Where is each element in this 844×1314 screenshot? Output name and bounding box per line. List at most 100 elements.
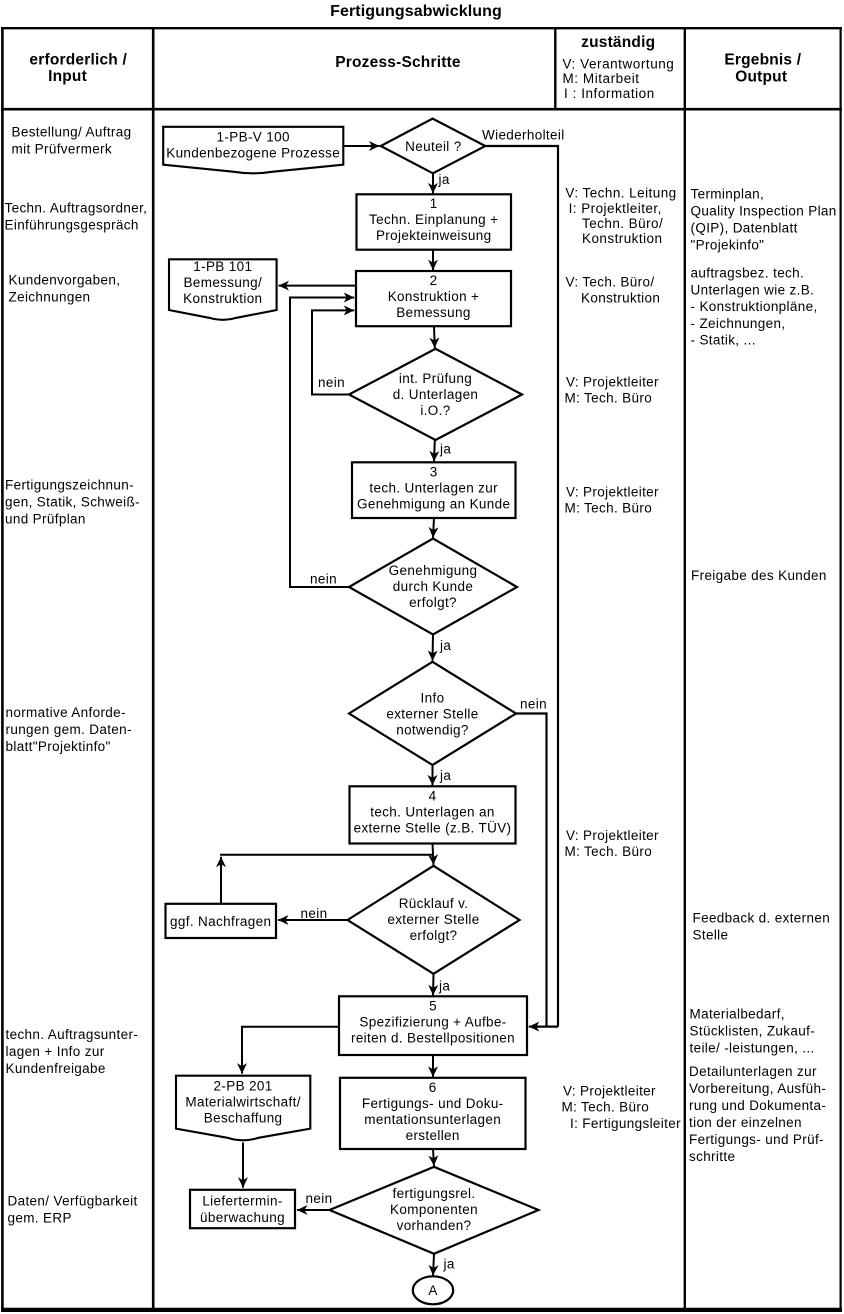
svg-text:Konstruktion: Konstruktion (581, 291, 660, 306)
svg-text:fertigungsrel.: fertigungsrel. (393, 1186, 476, 1201)
svg-text:notwendig?: notwendig? (396, 723, 469, 738)
svg-text:erforderlich /: erforderlich / (29, 52, 127, 69)
svg-text:gen, Statik, Schweiß-: gen, Statik, Schweiß- (5, 495, 140, 510)
svg-text:nein: nein (301, 906, 328, 921)
svg-text:erfolgt?: erfolgt? (410, 928, 458, 943)
svg-text:V: Tech. Büro/: V: Tech. Büro/ (566, 275, 655, 290)
svg-text:erstellen: erstellen (406, 1128, 460, 1143)
svg-text:Output: Output (735, 68, 787, 85)
svg-text:2: 2 (430, 273, 438, 288)
svg-text:Projekteinweisung: Projekteinweisung (376, 228, 492, 243)
svg-text:ja: ja (439, 638, 451, 653)
svg-text:Daten/ Verfügbarkeit: Daten/ Verfügbarkeit (8, 1194, 138, 1209)
svg-text:Kundenfreigabe: Kundenfreigabe (6, 1061, 106, 1076)
svg-text:schritte: schritte (689, 1149, 735, 1164)
svg-text:M: Mitarbeit: M: Mitarbeit (563, 71, 640, 86)
svg-text:V: Projektleiter: V: Projektleiter (563, 1084, 656, 1099)
svg-text:Stelle: Stelle (693, 928, 729, 943)
svg-text:Ergebnis /: Ergebnis / (724, 51, 801, 68)
svg-text:M: Tech. Büro: M: Tech. Büro (565, 501, 653, 516)
svg-text:tech. Unterlagen an: tech. Unterlagen an (370, 804, 494, 819)
svg-text:V: Verantwortung: V: Verantwortung (563, 56, 675, 71)
svg-text:ja: ja (439, 768, 451, 783)
svg-text:I: Fertigungsleiter: I: Fertigungsleiter (570, 1116, 681, 1131)
svg-text:Prozess-Schritte: Prozess-Schritte (335, 54, 461, 71)
svg-text:Bemessung/: Bemessung/ (184, 275, 263, 290)
svg-text:tech. Unterlagen zur: tech. Unterlagen zur (369, 480, 498, 495)
svg-text:Fertigungs- und Prüf-: Fertigungs- und Prüf- (689, 1132, 824, 1147)
svg-text:Materialwirtschaft/: Materialwirtschaft/ (185, 1095, 300, 1110)
svg-text:rung und Dokumenta-: rung und Dokumenta- (689, 1098, 826, 1113)
svg-text:V: Projektleiter: V: Projektleiter (566, 375, 659, 390)
svg-text:durch Kunde: durch Kunde (393, 579, 473, 594)
svg-text:- Konstruktionpläne,: - Konstruktionpläne, (691, 299, 818, 314)
svg-text:Kundenbezogene Prozesse: Kundenbezogene Prozesse (166, 146, 340, 161)
svg-text:Genehmigung an Kunde: Genehmigung an Kunde (357, 496, 510, 511)
svg-text:Input: Input (48, 68, 87, 85)
svg-text:externe Stelle (z.B. TÜV): externe Stelle (z.B. TÜV) (354, 820, 512, 835)
svg-text:M: Tech. Büro: M: Tech. Büro (565, 844, 653, 859)
svg-text:Materialbedarf,: Materialbedarf, (690, 1007, 785, 1022)
svg-text:I: Projektleiter,: I: Projektleiter, (569, 201, 662, 216)
svg-text:Vorbereitung, Ausfüh-: Vorbereitung, Ausfüh- (689, 1081, 826, 1096)
svg-text:externer Stelle: externer Stelle (386, 707, 478, 722)
svg-text:ja: ja (439, 442, 451, 457)
svg-text:Fertigungs- und Doku-: Fertigungs- und Doku- (362, 1096, 504, 1111)
svg-text:1: 1 (430, 196, 438, 211)
svg-text:nein: nein (520, 697, 547, 712)
svg-text:blatt"Projektinfo": blatt"Projektinfo" (6, 739, 111, 754)
svg-text:Konstruktion: Konstruktion (582, 231, 662, 246)
svg-text:Bemessung: Bemessung (396, 305, 470, 320)
svg-text:Feedback d. externen: Feedback d. externen (693, 911, 831, 926)
svg-text:externer Stelle: externer Stelle (387, 912, 479, 927)
svg-text:nein: nein (310, 572, 337, 587)
svg-text:V: Projektleiter: V: Projektleiter (566, 828, 659, 843)
svg-text:i.O.?: i.O.? (420, 403, 450, 418)
svg-text:V: Techn. Leitung: V: Techn. Leitung (565, 186, 676, 201)
svg-text:ja: ja (438, 979, 450, 994)
svg-text:ggf. Nachfragen: ggf. Nachfragen (170, 914, 271, 929)
svg-text:lagen + Info zur: lagen + Info zur (6, 1044, 105, 1059)
svg-text:Info: Info (421, 691, 445, 706)
svg-text:mentationsunterlagen: mentationsunterlagen (364, 1112, 501, 1127)
svg-text:- Statik, ...: - Statik, ... (691, 333, 756, 348)
svg-text:gem. ERP: gem. ERP (8, 1211, 72, 1226)
svg-text:ja: ja (443, 1257, 455, 1272)
svg-text:int. Prüfung: int. Prüfung (399, 371, 472, 386)
svg-text:mit Prüfvermerk: mit Prüfvermerk (12, 142, 113, 157)
svg-text:V: Projektleiter: V: Projektleiter (566, 485, 659, 500)
svg-text:teile/ -leistungen, ...: teile/ -leistungen, ... (690, 1041, 815, 1056)
svg-text:5: 5 (429, 999, 437, 1014)
svg-text:Unterlagen wie z.B.: Unterlagen wie z.B. (691, 283, 815, 298)
svg-text:Techn. Büro/: Techn. Büro/ (582, 216, 663, 231)
svg-text:Terminplan,: Terminplan, (691, 187, 765, 202)
svg-text:(QIP), Datenblatt: (QIP), Datenblatt (691, 221, 798, 236)
svg-text:- Zeichnungen,: - Zeichnungen, (691, 316, 786, 331)
svg-text:Fertigungsabwicklung: Fertigungsabwicklung (330, 3, 502, 20)
svg-text:nein: nein (318, 375, 345, 390)
svg-text:vorhanden?: vorhanden? (397, 1218, 472, 1233)
svg-text:4: 4 (429, 788, 437, 803)
svg-text:3: 3 (430, 464, 438, 479)
svg-text:Konstruktion +: Konstruktion + (388, 289, 480, 304)
svg-text:Einführungsgespräch: Einführungsgespräch (5, 218, 139, 233)
svg-text:Detailunterlagen zur: Detailunterlagen zur (689, 1064, 817, 1079)
svg-text:rungen gem. Daten-: rungen gem. Daten- (6, 722, 132, 737)
svg-text:Beschaffung: Beschaffung (204, 1111, 283, 1126)
svg-text:I : Information: I : Information (564, 86, 655, 101)
svg-text:tion der einzelnen: tion der einzelnen (689, 1115, 802, 1130)
svg-text:2-PB 201: 2-PB 201 (214, 1079, 273, 1094)
svg-text:Konstruktion: Konstruktion (183, 291, 262, 306)
svg-text:"Projekinfo": "Projekinfo" (691, 238, 765, 253)
svg-text:und Prüfplan: und Prüfplan (5, 512, 86, 527)
svg-text:Freigabe des Kunden: Freigabe des Kunden (691, 568, 827, 583)
svg-text:A: A (428, 1283, 437, 1298)
svg-text:überwachung: überwachung (200, 1210, 285, 1225)
svg-text:Zeichnungen: Zeichnungen (9, 290, 91, 305)
svg-text:techn. Auftragsunter-: techn. Auftragsunter- (6, 1027, 139, 1042)
svg-text:nein: nein (306, 1191, 333, 1206)
svg-text:1-PB-V 100: 1-PB-V 100 (217, 130, 290, 145)
svg-text:Techn. Auftragsordner,: Techn. Auftragsordner, (5, 201, 148, 216)
svg-text:Neuteil ?: Neuteil ? (405, 139, 461, 154)
svg-text:6: 6 (429, 1080, 437, 1095)
